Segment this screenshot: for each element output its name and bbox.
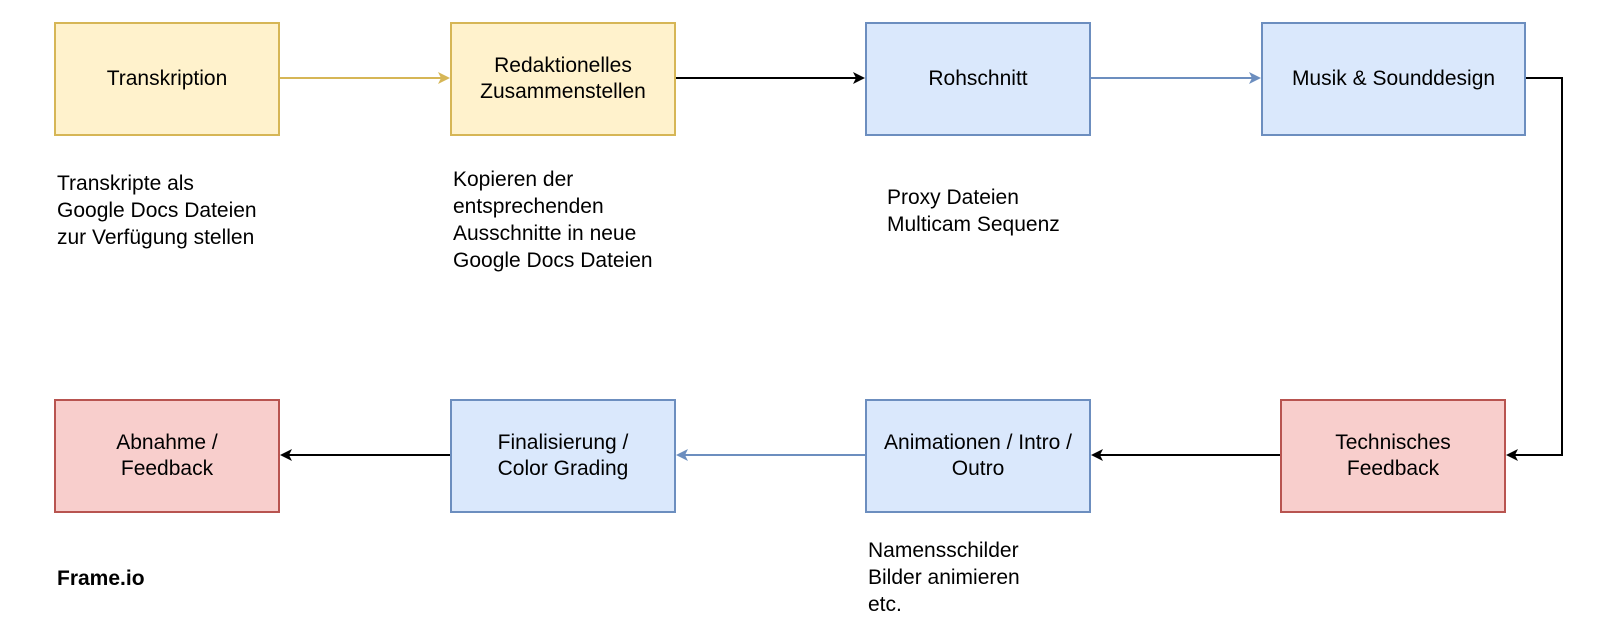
node-rohschnitt[interactable]: Rohschnitt [865, 22, 1091, 136]
node-technisches-feedback[interactable]: Technisches Feedback [1280, 399, 1506, 513]
note-redaktionelles: Kopieren der entsprechenden Ausschnitte … [453, 168, 653, 272]
note-frame-io: Frame.io [57, 567, 145, 590]
node-animationen-intro-outro[interactable]: Animationen / Intro / Outro [865, 399, 1091, 513]
edge-musik-technisches [1506, 77, 1563, 461]
note-transkription: Transkripte als Google Docs Dateien zur … [57, 172, 257, 249]
note-rohschnitt: Proxy Dateien Multicam Sequenz [887, 186, 1060, 236]
note-animationen: Namensschilder Bilder animieren etc. [868, 539, 1020, 616]
node-abnahme-feedback[interactable]: Abnahme / Feedback [54, 399, 280, 513]
node-transkription[interactable]: Transkription [54, 22, 280, 136]
node-finalisierung-color-grading[interactable]: Finalisierung / Color Grading [450, 399, 676, 513]
node-musik-sounddesign[interactable]: Musik & Sounddesign [1261, 22, 1526, 136]
node-redaktionelles-zusammenstellen[interactable]: Redaktionelles Zusammenstellen [450, 22, 676, 136]
